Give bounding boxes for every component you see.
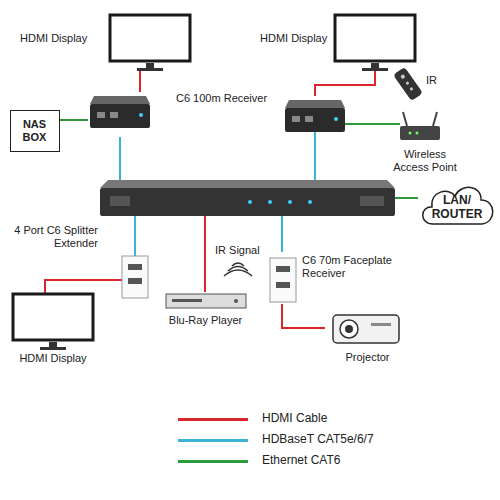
cable-connector <box>140 68 141 92</box>
cable-line <box>282 304 325 328</box>
node-label: Projector <box>325 351 410 364</box>
receiver-device <box>285 100 345 132</box>
cable-connector <box>282 216 283 252</box>
cable-line <box>395 197 418 199</box>
ethernet-cable <box>345 123 400 125</box>
cable-line <box>139 68 141 92</box>
faceplate-receiver: C6 70m Faceplate Receiver <box>268 252 408 304</box>
hdmi-cable <box>315 67 375 96</box>
ir-waves <box>224 263 252 276</box>
faceplate-device <box>122 256 148 298</box>
node-label: C6 70m Faceplate Receiver <box>302 254 402 279</box>
hdmi-display: HDMI Display <box>20 12 195 68</box>
hdbaset-cable <box>314 132 316 180</box>
cable-line <box>281 216 283 252</box>
nas-box: NAS BOX <box>10 110 60 152</box>
hdmi-cable <box>45 280 122 294</box>
blu-ray-player-icon <box>158 292 253 334</box>
node-label: NAS BOX <box>18 118 52 143</box>
cable-line <box>204 216 206 292</box>
splitter-extender-icon <box>100 180 395 216</box>
cable-connector <box>60 120 88 121</box>
node-label: HDMI Display <box>260 32 348 45</box>
receiver-unit: C6 100m Receiver <box>88 92 273 137</box>
hdmi-display: HDMI Display <box>8 290 98 370</box>
cable-connector <box>282 304 325 328</box>
cable-connector <box>120 137 121 180</box>
cable-connector <box>205 216 206 292</box>
ir-remote <box>393 67 423 101</box>
node-label: 4 Port C6 Splitter Extender <box>2 224 98 249</box>
hdmi-display: HDMI Display <box>260 12 425 68</box>
node-label: HDMI Display <box>8 352 98 365</box>
legend-text: Ethernet CAT6 <box>262 454 340 468</box>
node-label: HDMI Display <box>20 32 108 45</box>
legend-text: HDBaseT CAT5e/6/7 <box>262 433 374 447</box>
legend-text: HDMI Cable <box>262 412 327 426</box>
cable-connector <box>395 198 418 199</box>
lan-router-cloud: LAN/ ROUTER <box>418 180 496 230</box>
signal-label: IR <box>426 74 437 87</box>
legend-swatch <box>178 418 248 421</box>
hdbaset-cable <box>134 216 136 256</box>
legend-swatch <box>178 460 248 463</box>
cable-line <box>60 119 88 121</box>
signal-label: IR Signal <box>215 244 260 257</box>
legend-swatch <box>178 439 248 442</box>
projector: Projector <box>325 305 410 370</box>
node-label: LAN/ ROUTER <box>429 194 485 222</box>
cable-line <box>119 137 121 180</box>
splitter-extender: 4 Port C6 Splitter Extender <box>100 180 395 216</box>
node-label: C6 100m Receiver <box>176 92 273 105</box>
wireless-access-point: Wireless Access Point <box>385 112 465 180</box>
node-label: Blu-Ray Player <box>158 314 253 327</box>
blu-ray-player: Blu-Ray Player <box>158 292 253 334</box>
node-label: Wireless Access Point <box>385 148 465 173</box>
